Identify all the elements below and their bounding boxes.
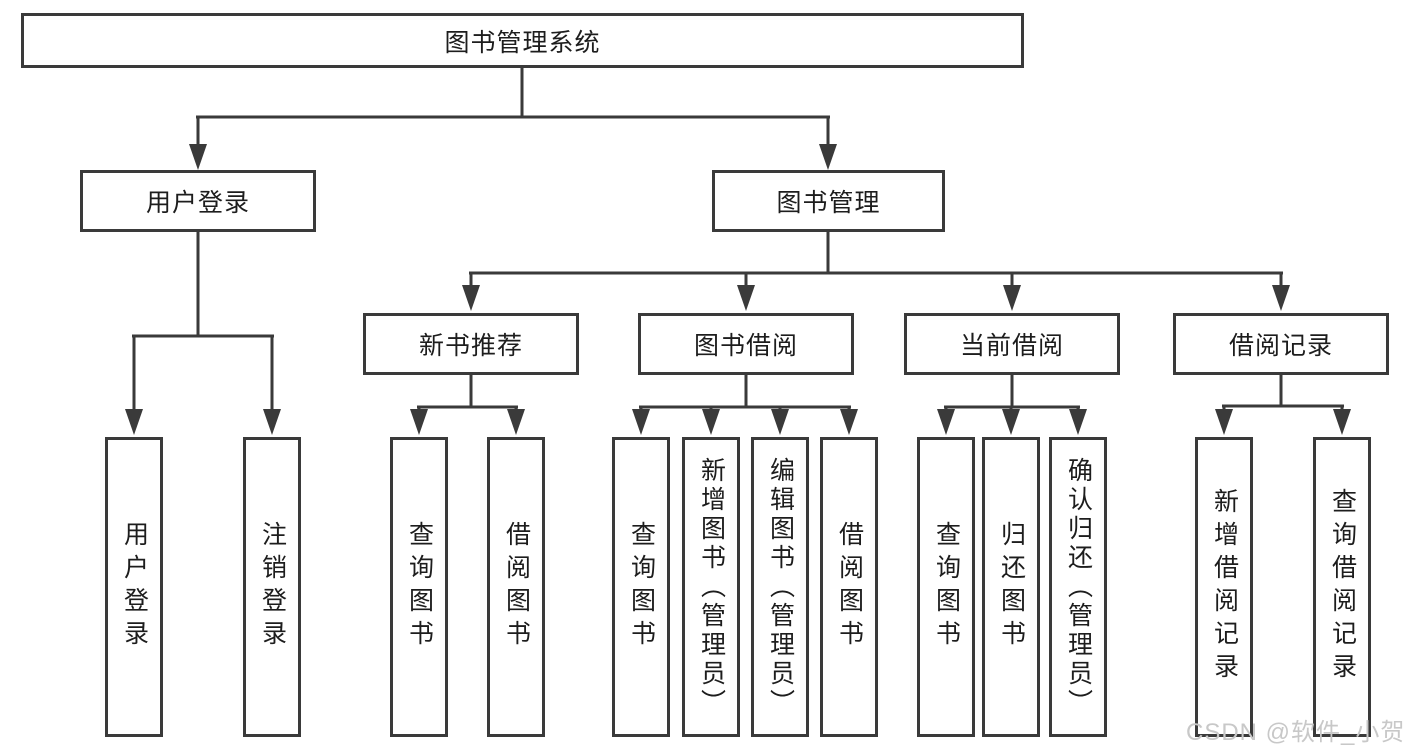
leaf-query-books: 查询图书 — [917, 437, 975, 737]
leaf-return-books: 归还图书 — [982, 437, 1040, 737]
node-book-management: 图书管理 — [712, 170, 945, 232]
node-borrowing-records: 借阅记录 — [1173, 313, 1389, 375]
leaf-borrow-books: 借阅图书 — [487, 437, 545, 737]
leaf-label: 新增图书（管理员） — [697, 456, 726, 718]
leaf-borrow-books: 借阅图书 — [820, 437, 878, 737]
leaf-label: 查询借阅记录 — [1328, 488, 1357, 686]
leaf-confirm-return-admin: 确认归还（管理员） — [1049, 437, 1107, 737]
csdn-watermark: CSDN @软件_小贺同学 — [1186, 719, 1405, 746]
leaf-label: 借阅图书 — [835, 521, 864, 653]
leaf-label: 确认归还（管理员） — [1064, 456, 1093, 718]
leaf-label: 注销登录 — [258, 521, 287, 653]
leaf-label: 查询图书 — [405, 521, 434, 653]
leaf-label: 编辑图书（管理员） — [766, 456, 795, 718]
leaf-label: 用户登录 — [120, 521, 149, 653]
leaf-logout: 注销登录 — [243, 437, 301, 737]
leaf-label: 新增借阅记录 — [1210, 488, 1239, 686]
leaf-add-books-admin: 新增图书（管理员） — [682, 437, 740, 737]
leaf-add-borrow-record: 新增借阅记录 — [1195, 437, 1253, 737]
leaf-query-borrow-record: 查询借阅记录 — [1313, 437, 1371, 737]
leaf-query-books: 查询图书 — [390, 437, 448, 737]
leaf-label: 归还图书 — [997, 521, 1026, 653]
leaf-label: 查询图书 — [627, 521, 656, 653]
node-new-book-recommendation: 新书推荐 — [363, 313, 579, 375]
leaf-label: 借阅图书 — [502, 521, 531, 653]
leaf-label: 查询图书 — [932, 521, 961, 653]
leaf-user-login: 用户登录 — [105, 437, 163, 737]
node-current-borrowing: 当前借阅 — [904, 313, 1120, 375]
leaf-query-books: 查询图书 — [612, 437, 670, 737]
node-library-management-system: 图书管理系统 — [21, 13, 1024, 68]
leaf-edit-books-admin: 编辑图书（管理员） — [751, 437, 809, 737]
node-user-login: 用户登录 — [80, 170, 316, 232]
node-book-borrowing: 图书借阅 — [638, 313, 854, 375]
